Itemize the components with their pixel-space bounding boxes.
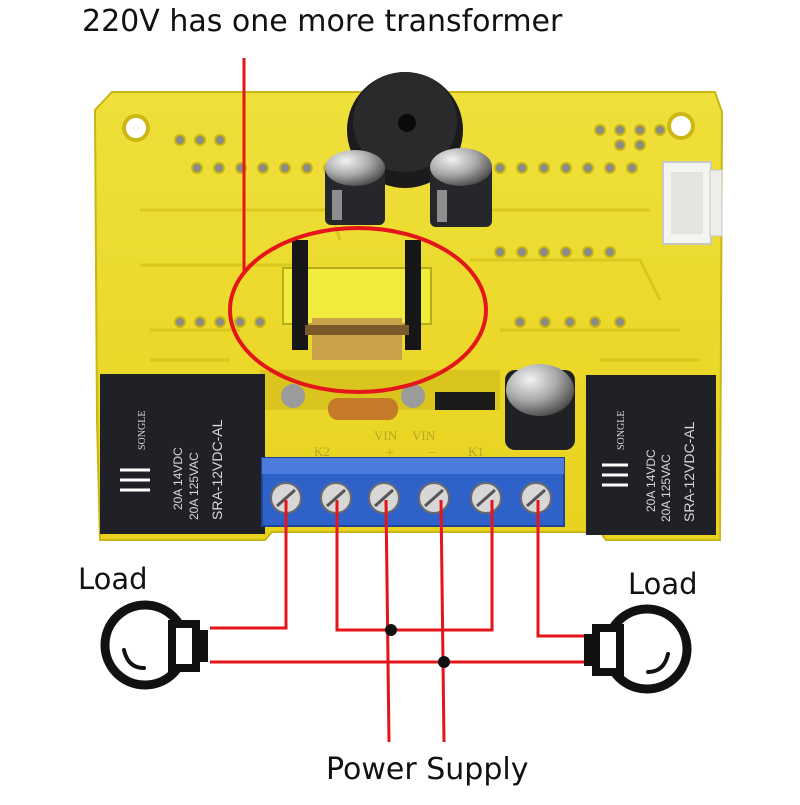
pcb-solder-pad <box>194 316 206 328</box>
wiring <box>210 499 584 743</box>
wire-k2-load-left <box>210 500 288 630</box>
pcb-solder-pad <box>214 134 226 146</box>
pcb-solder-pad <box>626 162 638 174</box>
junction-node-bottom <box>438 656 450 668</box>
transformer-highlight-ring <box>228 226 488 394</box>
terminal-block <box>261 457 565 527</box>
silk-plus: + <box>386 446 394 461</box>
pcb-solder-pad <box>279 162 291 174</box>
pcb-solder-pad <box>514 316 526 328</box>
pcb-solder-pad <box>539 316 551 328</box>
load-label-left: Load <box>78 562 148 596</box>
pcb-solder-pad <box>194 134 206 146</box>
transformer <box>282 240 432 360</box>
pcb-solder-pad <box>614 316 626 328</box>
relay-left: SONGLE 20A 14VDC 20A 125VAC SRA-12VDC-AL <box>100 374 265 534</box>
wire-vin-minus <box>439 499 446 743</box>
power-supply-label: Power Supply <box>326 752 529 787</box>
transformer-annotation-title: 220V has one more transformer <box>82 4 563 39</box>
silk-minus: − <box>428 446 436 461</box>
wire-k2-common <box>335 500 391 632</box>
pcb-solder-pad <box>214 316 226 328</box>
terminal-screw <box>368 482 400 514</box>
pcb-solder-pad <box>654 124 666 136</box>
pcb-solder-pad <box>538 162 550 174</box>
capacitor-left <box>325 150 385 225</box>
wire-k1-load-right <box>536 500 584 638</box>
relay-left-brand: SONGLE <box>137 411 148 450</box>
capacitor-right <box>430 148 492 227</box>
pcb-solder-pad <box>582 246 594 258</box>
pcb-solder-pad <box>564 316 576 328</box>
relay-right-brand: SONGLE <box>616 411 627 450</box>
pcb-solder-pad <box>604 162 616 174</box>
silk-vin-minus: VIN <box>412 428 436 443</box>
lamp-right-icon <box>584 604 692 694</box>
jst-connector <box>662 161 723 245</box>
pcb-solder-pad <box>257 162 269 174</box>
wire-vin-plus <box>384 499 391 743</box>
junction-node-top <box>385 624 397 636</box>
pcb-solder-pad <box>254 316 266 328</box>
wire-k1-common <box>391 500 494 632</box>
silk-vin-plus: VIN <box>374 428 398 443</box>
pcb-solder-pad <box>191 162 203 174</box>
mounting-hole-left <box>122 114 150 142</box>
mounting-hole-right <box>667 112 695 140</box>
load-label-right: Load <box>628 567 698 601</box>
terminal-screw <box>470 482 502 514</box>
relay-right-rating-dc: 20A 14VDC <box>644 449 658 512</box>
pcb-solder-pad <box>634 124 646 136</box>
relay-right: SONGLE 20A 14VDC 20A 125VAC SRA-12VDC-AL <box>586 375 716 535</box>
lamp-left-icon <box>100 600 208 690</box>
pcb-solder-pad <box>174 316 186 328</box>
pcb-solder-pad <box>594 124 606 136</box>
pcb-solder-pad <box>213 162 225 174</box>
pcb-solder-pad <box>234 316 246 328</box>
silk-k2: K2 <box>314 444 330 459</box>
terminal-screw <box>520 482 552 514</box>
pcb-solder-pad <box>560 246 572 258</box>
pcb-solder-pad <box>604 246 616 258</box>
relay-right-rating-ac: 20A 125VAC <box>659 454 673 522</box>
terminal-screw <box>270 482 302 514</box>
pcb-solder-pad <box>301 162 313 174</box>
relay-left-model: SRA-12VDC-AL <box>209 419 225 520</box>
pcb-solder-pad <box>634 139 646 151</box>
silk-k1: K1 <box>468 444 484 459</box>
terminal-screw <box>418 482 450 514</box>
pcb-solder-pad <box>614 139 626 151</box>
pcb-solder-pad <box>538 246 550 258</box>
pcb-solder-pad <box>614 124 626 136</box>
pcb-solder-pad <box>174 134 186 146</box>
pcb-solder-pad <box>560 162 572 174</box>
pcb-solder-pad <box>589 316 601 328</box>
pcb-solder-pad <box>582 162 594 174</box>
capacitor-small <box>505 364 575 450</box>
relay-left-rating-dc: 20A 14VDC <box>171 447 185 510</box>
pcb-solder-pad <box>494 162 506 174</box>
relay-left-rating-ac: 20A 125VAC <box>187 452 201 520</box>
pcb-solder-pad <box>494 246 506 258</box>
terminal-screw <box>320 482 352 514</box>
pcb-solder-pad <box>516 246 528 258</box>
relay-right-model: SRA-12VDC-AL <box>681 421 697 522</box>
pcb-solder-pad <box>516 162 528 174</box>
